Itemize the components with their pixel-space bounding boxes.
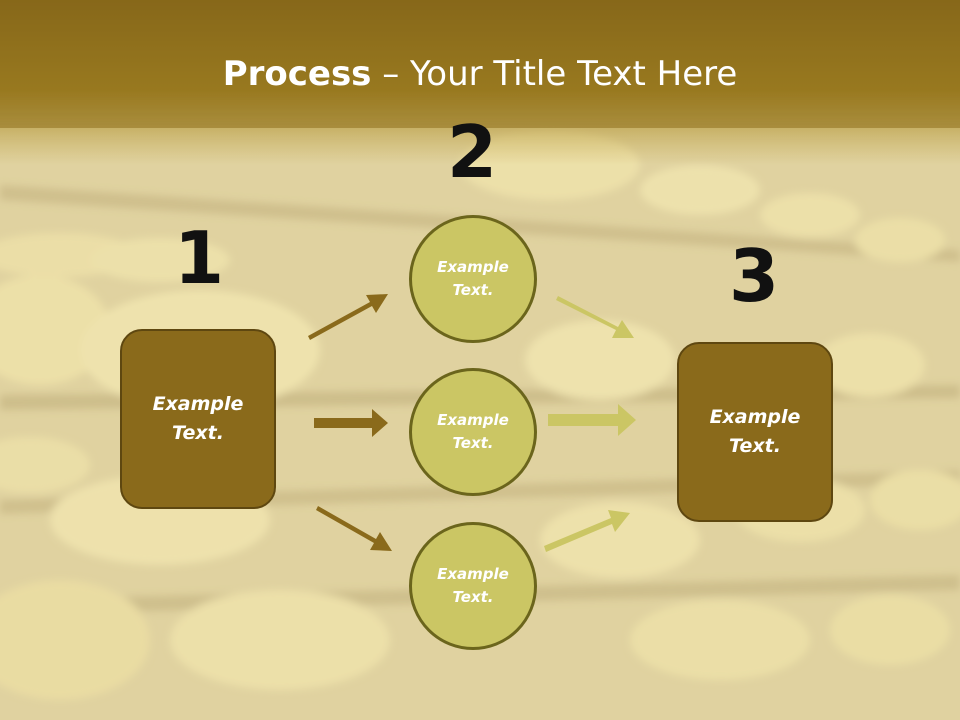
node-top-text: Example Text. [437, 258, 509, 299]
node-bottom-text: Example Text. [437, 565, 509, 606]
arrow-down-right [544, 510, 630, 552]
arrow-up-left [308, 294, 388, 340]
arrow-group-left [308, 294, 392, 551]
arrow-up-right [556, 296, 634, 338]
arrow-mid-left [314, 409, 388, 437]
node-circle-top[interactable]: Example Text. [409, 215, 537, 343]
arrow-down-left [316, 506, 392, 551]
node-circle-middle[interactable]: Example Text. [409, 368, 537, 496]
step-number-3: 3 [728, 234, 780, 318]
step-3-text: Example Text. [709, 406, 801, 457]
title-rest: – Your Title Text Here [371, 54, 738, 94]
node-middle-text: Example Text. [437, 411, 509, 452]
title-bold: Process [222, 54, 372, 94]
step-1-text: Example Text. [152, 393, 244, 444]
slide-title: Process – Your Title Text Here [0, 52, 960, 96]
step-3-box[interactable]: Example Text. [677, 342, 833, 522]
arrow-group-right [544, 296, 636, 552]
step-number-2: 2 [446, 110, 498, 194]
arrow-mid-right [548, 404, 636, 436]
step-1-box[interactable]: Example Text. [120, 329, 276, 509]
step-number-1: 1 [173, 216, 225, 300]
node-circle-bottom[interactable]: Example Text. [409, 522, 537, 650]
